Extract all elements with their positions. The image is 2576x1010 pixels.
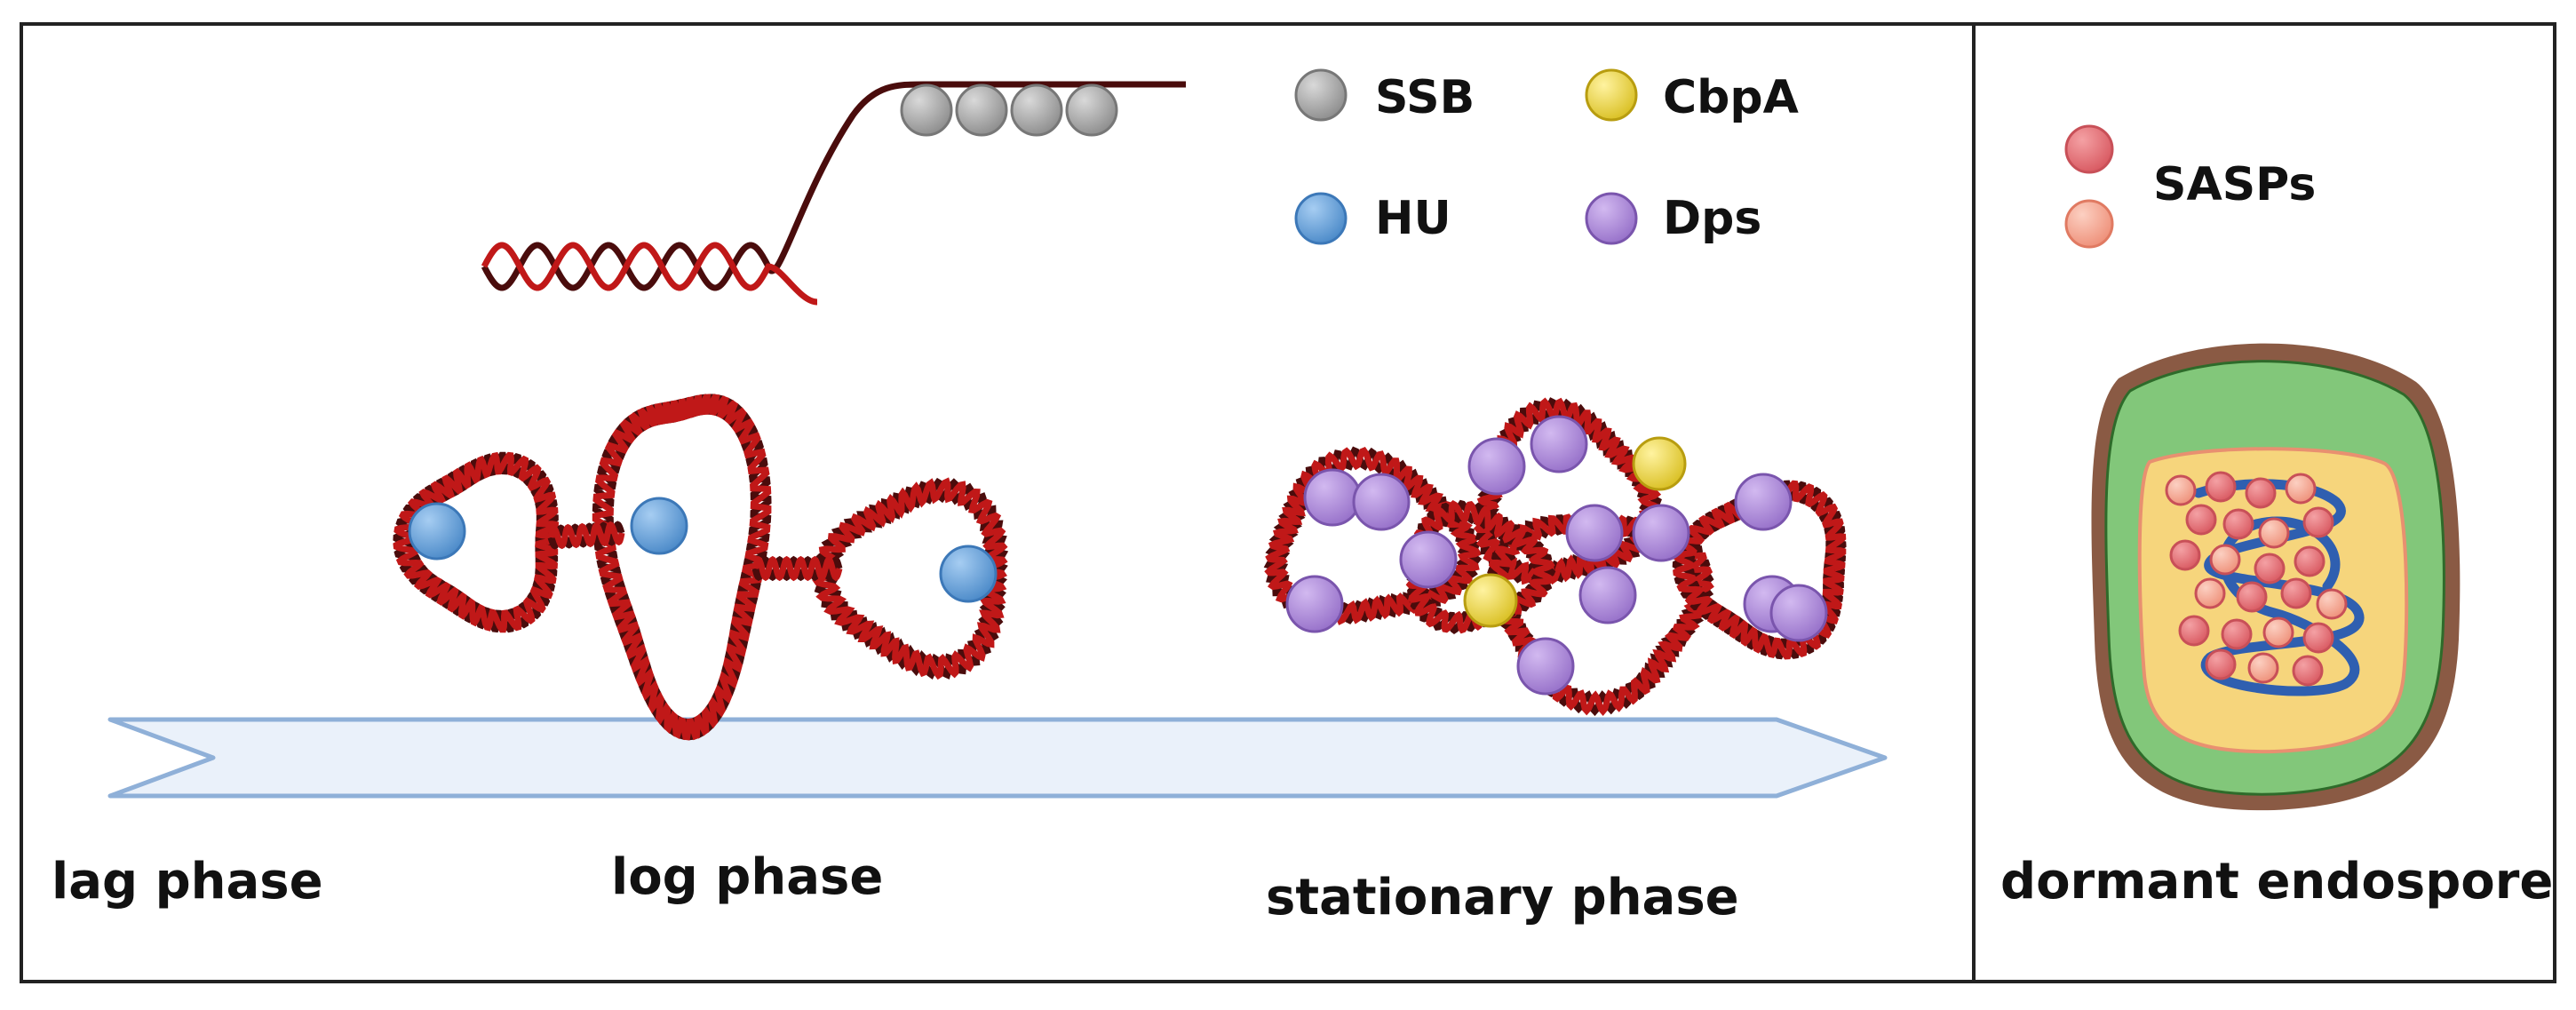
sasp-protein-7	[2258, 517, 2290, 549]
fork-leading-strand	[481, 81, 1186, 291]
sasp-protein-13	[2194, 577, 2226, 609]
sasp-protein-22	[2247, 652, 2279, 684]
cbpa-protein-2	[1463, 573, 1518, 628]
sasp-protein-9	[2169, 539, 2201, 571]
log-loop-2-strand-b	[592, 394, 772, 741]
phase-label-dormant: dormant endospore	[2000, 853, 2554, 911]
sasp-protein-15	[2280, 577, 2312, 609]
bound-proteins	[408, 415, 1828, 696]
legend-cbpa-marker	[1585, 68, 1638, 122]
sasp-protein-11	[2254, 553, 2286, 585]
replication-fork-dna	[481, 81, 1186, 306]
sasp-protein-1	[2165, 474, 2197, 506]
phase-label-log: log phase	[611, 848, 884, 906]
dps-protein-7	[1565, 504, 1624, 562]
sasp-protein-4	[2285, 473, 2317, 505]
cbpa-protein-1	[1632, 436, 1687, 491]
sasp-protein-3	[2245, 477, 2277, 509]
legend-hu-marker	[1294, 192, 1348, 245]
sasp-protein-21	[2205, 648, 2237, 680]
ssb-protein-1	[900, 84, 953, 137]
hu-protein-3	[939, 545, 998, 603]
dps-protein-13	[1632, 504, 1690, 562]
dps-protein-5	[1467, 437, 1526, 496]
sasp-protein-19	[2262, 616, 2294, 648]
sasp-protein-16	[2316, 588, 2348, 620]
legend-label-hu: HU	[1375, 192, 1451, 245]
phase-label-lag: lag phase	[52, 853, 323, 911]
growth-arrow	[107, 717, 1888, 799]
log-link-1-strand-b	[547, 521, 625, 550]
sasp-protein-23	[2292, 655, 2324, 687]
phase-label-stationary: stationary phase	[1266, 869, 1739, 926]
sasp-protein-18	[2221, 618, 2253, 650]
dps-protein-4	[1399, 530, 1458, 589]
ssb-protein-3	[1010, 84, 1063, 137]
sasp-protein-2	[2205, 471, 2237, 503]
legend-markers	[1294, 68, 2114, 249]
sasp-protein-17	[2178, 615, 2210, 647]
sasp-protein-6	[2222, 508, 2254, 540]
hu-protein-2	[630, 497, 688, 555]
hu-protein-1	[408, 502, 466, 561]
sasp-protein-10	[2209, 544, 2241, 576]
legend-label-cbpa: CbpA	[1663, 71, 1799, 124]
ssb-protein-2	[955, 84, 1008, 137]
dps-protein-1	[1303, 468, 1362, 527]
ssb-protein-4	[1065, 84, 1118, 137]
legend-ssb-marker	[1294, 68, 1348, 122]
dps-protein-11	[1769, 584, 1828, 642]
endospore-sasps	[2165, 471, 2348, 687]
sasp-protein-5	[2185, 504, 2217, 536]
dps-protein-3	[1285, 575, 1344, 633]
dps-protein-12	[1516, 637, 1575, 696]
legend-label-ssb: SSB	[1375, 71, 1475, 124]
log-link-2-strand-b	[751, 555, 843, 582]
dps-protein-2	[1352, 473, 1411, 531]
fork-lagging-strand	[481, 242, 818, 306]
legend-sasp-marker-1	[2064, 124, 2114, 174]
dps-protein-8	[1578, 566, 1637, 624]
sasp-protein-12	[2294, 545, 2326, 577]
dps-protein-9	[1734, 473, 1793, 531]
log-phase-nucleoid	[393, 394, 1009, 741]
sasp-protein-14	[2236, 581, 2268, 613]
legend-sasp-marker-2	[2064, 199, 2114, 249]
sasp-protein-20	[2302, 622, 2334, 654]
dps-protein-6	[1530, 415, 1588, 473]
stat-loop-4-strand-b	[1673, 480, 1847, 660]
legend-label-dps: Dps	[1663, 192, 1762, 245]
sasp-protein-8	[2302, 506, 2334, 538]
log-loop-1-strand-b	[393, 451, 560, 633]
legend-label-sasps: SASPs	[2153, 158, 2317, 211]
main-panel-frame	[20, 22, 2556, 983]
legend-dps-marker	[1585, 192, 1638, 245]
